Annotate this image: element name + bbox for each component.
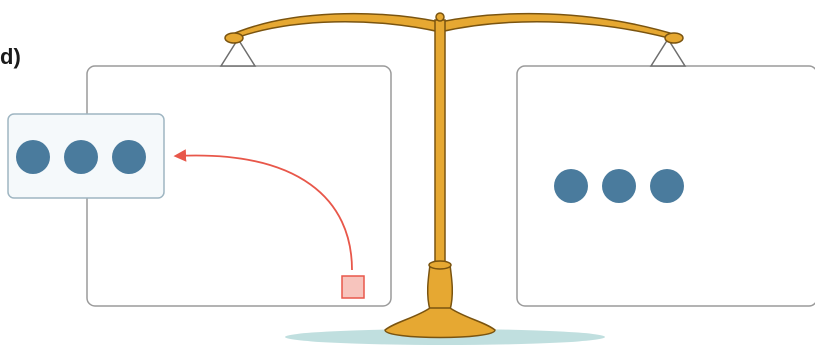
- inset-dot-3: [112, 140, 146, 174]
- panel-label: d): [0, 44, 21, 69]
- scale-base-neck: [428, 260, 452, 270]
- small-square-icon: [341, 275, 365, 299]
- right-pan-dots: [554, 169, 684, 203]
- left-beam-end: [224, 32, 244, 44]
- curved-arrow-icon: [173, 149, 353, 271]
- scale-base-bulb: [426, 264, 454, 311]
- pillar-top-knob: [435, 12, 445, 22]
- left-hanger-triangle: [219, 37, 257, 67]
- right-pan-dot-1: [554, 169, 588, 203]
- inset-dot-1: [16, 140, 50, 174]
- right-pan-dot-3: [650, 169, 684, 203]
- right-hanger-triangle: [649, 37, 687, 67]
- scale-beam: [227, 12, 681, 43]
- inset-dots: [16, 140, 146, 174]
- right-beam-end: [664, 32, 684, 44]
- scale-foot: [384, 307, 496, 339]
- scale-pillar: [434, 19, 446, 266]
- inset-dot-2: [64, 140, 98, 174]
- right-pan-dot-2: [602, 169, 636, 203]
